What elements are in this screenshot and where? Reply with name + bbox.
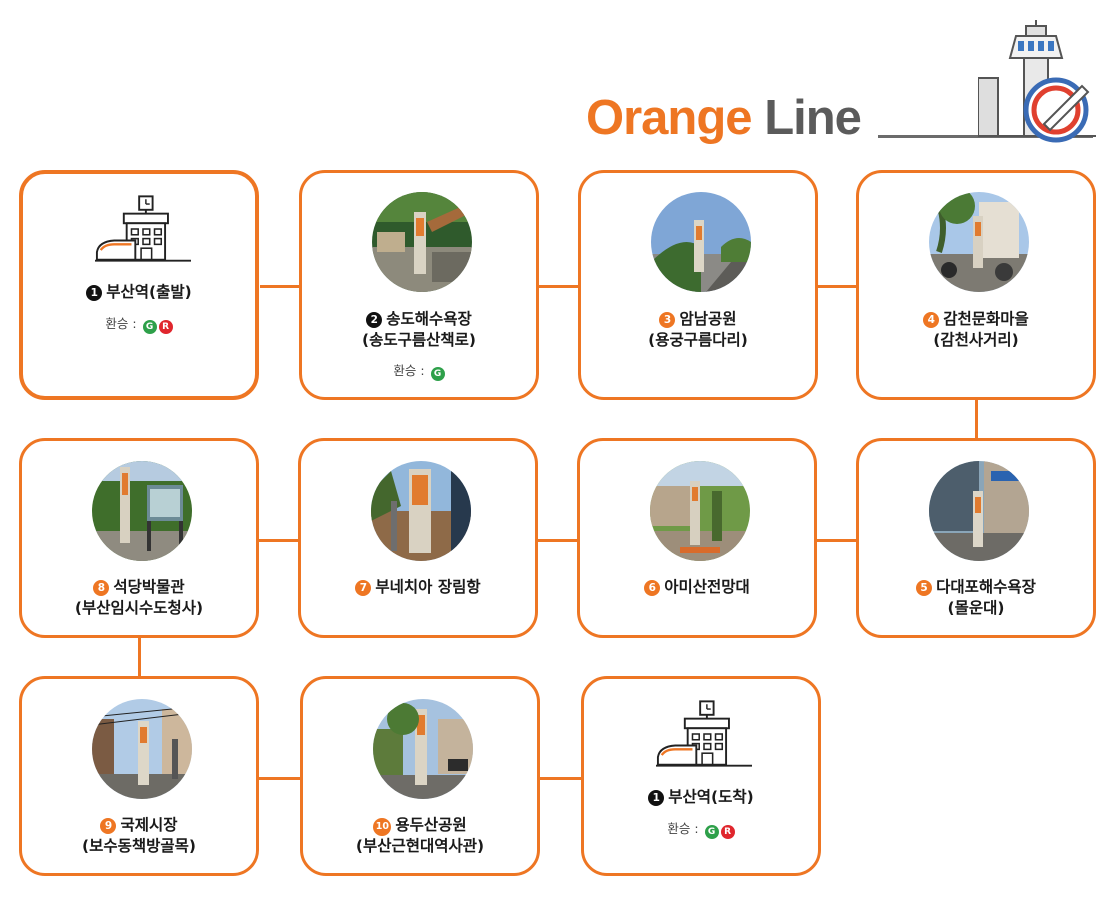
line-r-badge: R: [158, 320, 173, 334]
title-line: Line: [764, 91, 862, 145]
connector: [258, 539, 304, 542]
connector: [540, 777, 586, 780]
connector: [975, 398, 978, 440]
connector: [817, 539, 863, 542]
stop-number: 3: [659, 312, 676, 328]
connector: [538, 539, 584, 542]
connector: [538, 285, 584, 288]
stop-number: 9: [100, 818, 117, 834]
line-g-badge: G: [430, 367, 445, 381]
stop-number: 1: [648, 790, 665, 806]
stop-photo: [929, 192, 1029, 292]
stop-photo: [650, 461, 750, 561]
connector: [260, 285, 306, 288]
header: Orange Line: [0, 0, 1113, 160]
transfer-info: 환승 : G: [302, 363, 536, 381]
stop-number: 6: [644, 580, 661, 596]
stop-photo: [373, 699, 473, 799]
connector: [817, 285, 863, 288]
stop-number: 4: [923, 312, 940, 328]
line-r-badge: R: [720, 825, 735, 839]
stop-photo: [92, 461, 192, 561]
stop-photo: [929, 461, 1029, 561]
stop-number: 1: [86, 285, 103, 301]
stop-photo: [92, 699, 192, 799]
watchtower-icon: [978, 18, 1096, 143]
stop-number: 5: [916, 580, 933, 596]
stop-number: 8: [93, 580, 110, 596]
line-g-badge: G: [142, 320, 157, 334]
train-station-icon: [656, 699, 752, 769]
connector: [138, 636, 141, 678]
line-g-badge: G: [704, 825, 719, 839]
stop-number: 7: [355, 580, 372, 596]
connector: [258, 777, 304, 780]
title-orange: Orange: [586, 91, 753, 145]
train-station-icon: [95, 194, 191, 264]
stop-number: 2: [366, 312, 383, 328]
stop-photo: [371, 461, 471, 561]
stop-photo: [651, 192, 751, 292]
stop-photo: [372, 192, 472, 292]
stop-number: 10: [373, 818, 392, 836]
page-title: Orange Line: [586, 88, 862, 148]
